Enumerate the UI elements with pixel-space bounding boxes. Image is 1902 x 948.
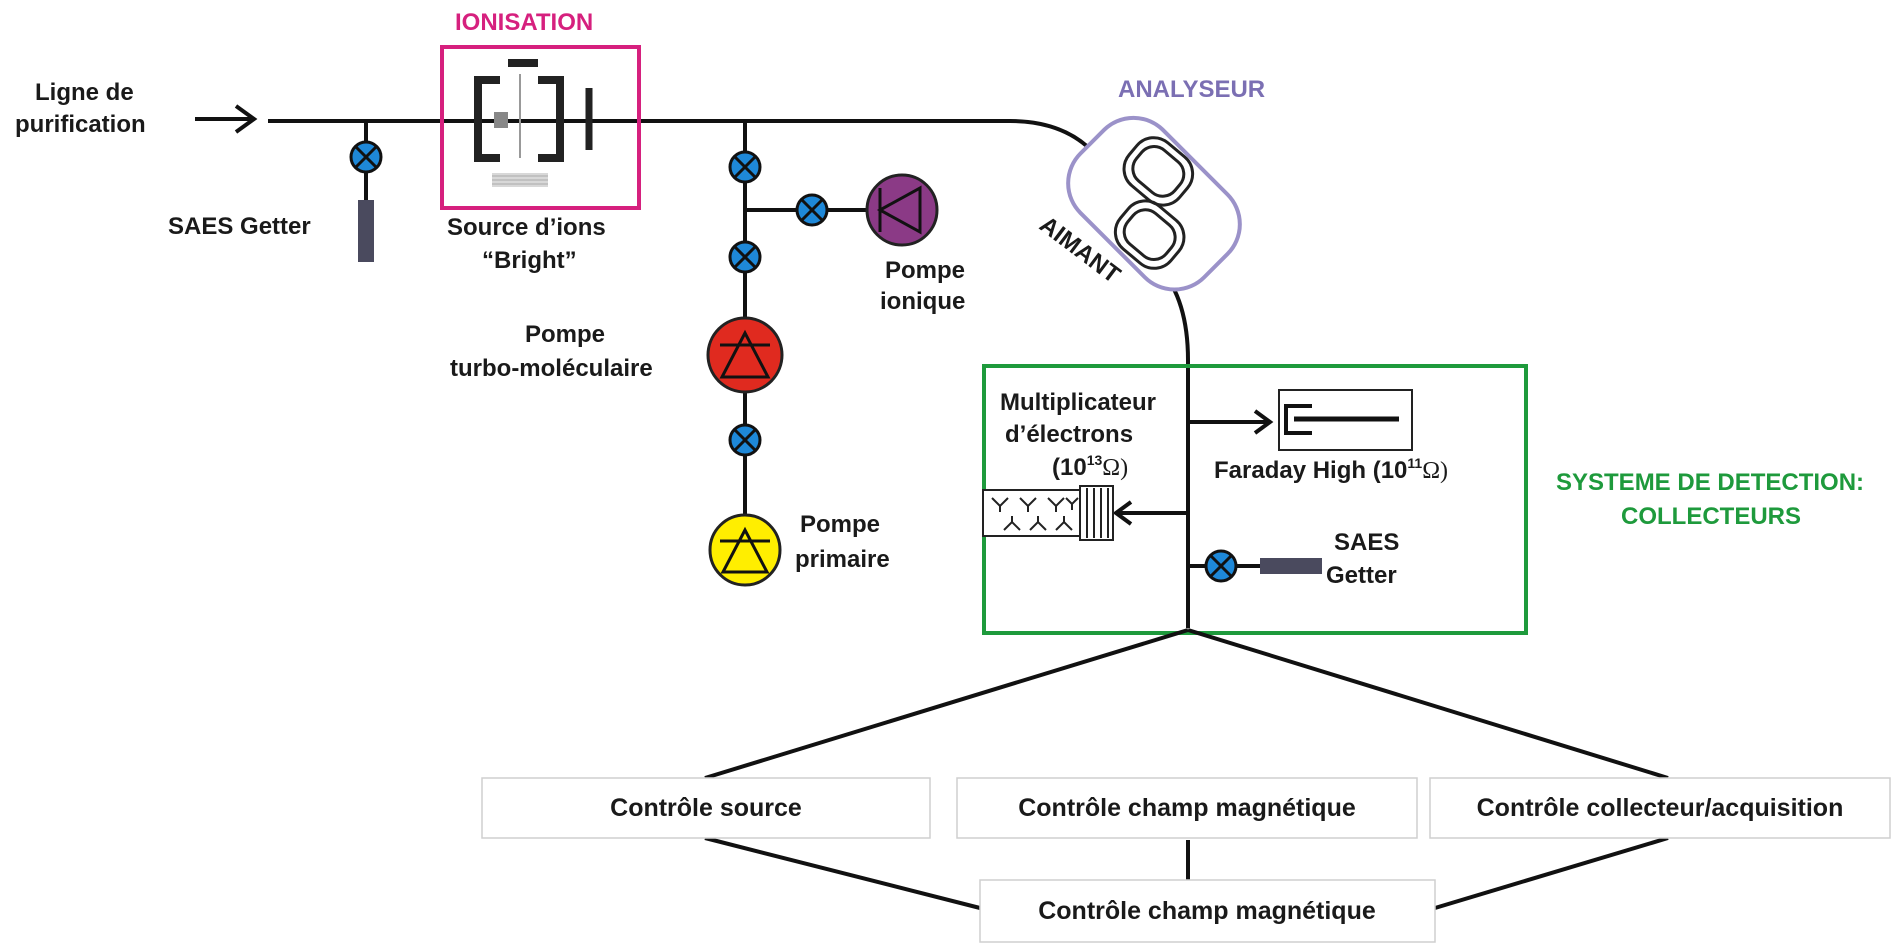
saes-getter-right-label-line1: SAES [1334, 529, 1399, 556]
control-collecteur-box[interactable] [1429, 777, 1891, 839]
multiplicateur-resistance-base: (10 [1052, 454, 1087, 481]
inlet-arrow [195, 104, 258, 134]
valve-getter-right-icon [1204, 549, 1238, 583]
faraday-label-unit: Ω) [1422, 458, 1448, 484]
valve-pump-3-icon [728, 423, 762, 457]
control-champ-top-box[interactable] [956, 777, 1418, 839]
multiplicateur-resistance-unit: Ω) [1102, 455, 1128, 481]
faraday-cup-icon [1278, 389, 1413, 451]
turbo-pump-icon [706, 316, 784, 394]
tree-line-collecteur-bottom [1434, 836, 1669, 910]
saes-getter-left-label: SAES Getter [168, 213, 311, 240]
arrow-to-faraday [1188, 409, 1274, 435]
valve-pump-1-icon [728, 150, 762, 184]
faraday-label-exp: 11 [1407, 455, 1422, 471]
main-gas-line [268, 119, 1112, 176]
valve-getter-left-icon [349, 140, 383, 174]
pompe-primaire-label-line1: Pompe [800, 511, 880, 538]
primary-pump-icon [708, 513, 782, 587]
detection-title-line1: SYSTEME DE DETECTION: [1556, 469, 1864, 496]
multiplicateur-label-line1: Multiplicateur [1000, 389, 1156, 416]
pompe-turbo-label-line2: turbo-moléculaire [450, 355, 653, 382]
pompe-ionique-label-line2: ionique [880, 288, 965, 315]
faraday-label: Faraday High (1011Ω) [1214, 455, 1448, 484]
ligne-purification-label-line1: Ligne de [35, 79, 134, 106]
pompe-ionique-label-line1: Pompe [885, 257, 965, 284]
faraday-label-base: Faraday High (10 [1214, 457, 1407, 484]
tree-line-source [704, 628, 1189, 780]
control-champ-top-label: Contrôle champ magnétique [1018, 794, 1356, 822]
saes-getter-right-label-line2: Getter [1326, 562, 1397, 589]
saes-getter-right-icon [1260, 558, 1322, 574]
electron-multiplier-icon [982, 485, 1114, 541]
control-source-label: Contrôle source [610, 794, 802, 822]
valve-pump-2-icon [728, 240, 762, 274]
magnet-exit-line [1158, 266, 1190, 628]
control-champ-bottom-label: Contrôle champ magnétique [1038, 897, 1376, 925]
analyseur-title: ANALYSEUR [1118, 76, 1265, 103]
ligne-purification-label-line2: purification [15, 111, 146, 138]
source-ions-label-line2: “Bright” [482, 247, 577, 274]
control-source-box[interactable] [481, 777, 931, 839]
arrow-to-multiplier [1112, 500, 1188, 526]
control-champ-bottom-box[interactable] [979, 879, 1436, 943]
tree-line-collecteur [1187, 628, 1669, 780]
multiplicateur-resistance-exp: 13 [1087, 452, 1103, 468]
ionisation-box [440, 45, 641, 210]
magnet-icon [1066, 115, 1242, 292]
ion-source-icon [474, 59, 593, 187]
ion-pump-icon [865, 173, 939, 247]
pompe-primaire-label-line2: primaire [795, 546, 890, 573]
source-ions-label-line1: Source d’ions [447, 214, 606, 241]
valve-ion-pump-icon [795, 193, 829, 227]
multiplicateur-resistance: (1013Ω) [1052, 452, 1128, 481]
multiplicateur-label-line2: d’électrons [1005, 421, 1133, 448]
pompe-turbo-label-line1: Pompe [525, 321, 605, 348]
ionisation-title: IONISATION [455, 9, 593, 36]
control-collecteur-label: Contrôle collecteur/acquisition [1477, 794, 1844, 822]
saes-getter-left-icon [358, 200, 374, 262]
tree-line-source-bottom [704, 836, 981, 910]
detection-title-line2: COLLECTEURS [1621, 503, 1801, 530]
